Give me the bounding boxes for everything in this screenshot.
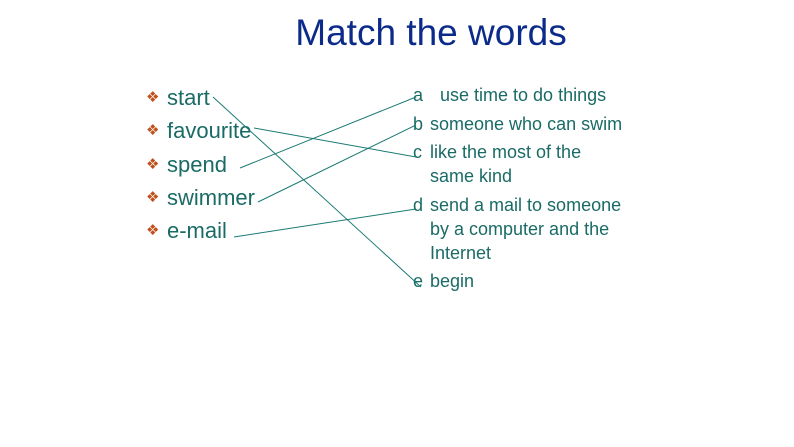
definition-text-continued: same kind: [430, 166, 513, 186]
definition-letter: e: [413, 271, 424, 291]
definition-b: b someone who can swim: [413, 112, 622, 136]
definition-text-continued: Internet: [430, 243, 492, 263]
term-item-start: ❖ start: [146, 83, 255, 116]
definition-text: someone who can swim: [430, 114, 623, 134]
slide-title: Match the words: [295, 12, 567, 53]
definition-letter: a: [413, 85, 424, 105]
definition-letter: b: [413, 114, 424, 134]
diamond-bullet-icon: ❖: [146, 155, 160, 173]
definition-text: use time to do things: [430, 85, 607, 105]
definition-text: send a mail to someone: [430, 195, 622, 215]
definition-a: a use time to do things: [413, 83, 606, 107]
term-word: e-mail: [167, 218, 227, 244]
term-word: spend: [167, 151, 227, 177]
term-word: swimmer: [167, 184, 255, 210]
connector-swimmer-to-b: [257, 124, 417, 203]
term-word: favourite: [167, 118, 252, 144]
definition-text-continued: by a computer and the: [430, 219, 610, 239]
diamond-bullet-icon: ❖: [146, 122, 160, 140]
term-word: start: [167, 85, 210, 110]
term-item-swimmer: ❖ swimmer: [146, 183, 255, 216]
definition-d: d send a mail to someone by a computer an…: [413, 193, 621, 265]
connector-e-mail-to-d: [233, 208, 417, 238]
definition-text: begin: [430, 271, 475, 291]
definition-text: like the most of the: [430, 142, 582, 162]
connector-favourite-to-c: [253, 127, 417, 158]
term-list: ❖ start ❖ favourite ❖ spend ❖ swimmer ❖ …: [146, 83, 255, 249]
diamond-bullet-icon: ❖: [146, 222, 160, 240]
diamond-bullet-icon: ❖: [146, 89, 160, 106]
term-item-e-mail: ❖ e-mail: [146, 216, 255, 249]
definition-c: c like the most of the same kind: [413, 140, 581, 188]
diamond-bullet-icon: ❖: [146, 188, 160, 206]
term-item-spend: ❖ spend: [146, 150, 255, 183]
connector-spend-to-a: [239, 96, 417, 169]
definition-letter: d: [413, 195, 424, 215]
term-item-favourite: ❖ favourite: [146, 116, 255, 149]
definition-letter: c: [413, 142, 422, 162]
